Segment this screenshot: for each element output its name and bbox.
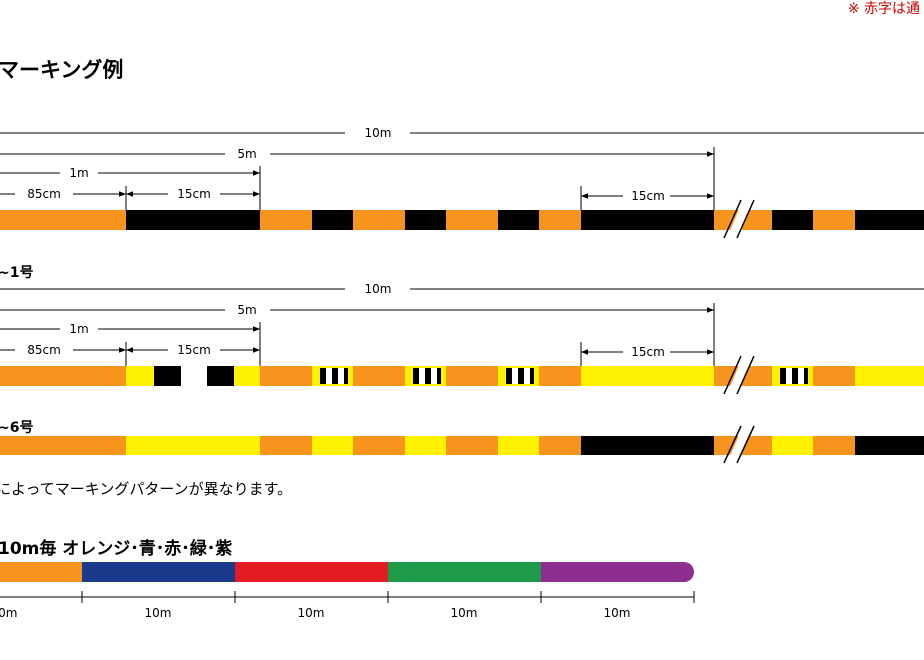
- scale-label-5: 10m: [604, 606, 631, 620]
- dim2-15cm: 15cm: [177, 343, 211, 357]
- dim2-15cm-right: 15cm: [631, 345, 665, 359]
- note-red-text: ※ 赤字は通: [847, 1, 920, 17]
- dim2-10m: 10m: [365, 282, 392, 296]
- marking-bar-3: [0, 425, 924, 464]
- dims-diagram-1: 10m 5m 1m 85cm 15cm 15cm: [0, 126, 924, 210]
- dim-15cm: 15cm: [177, 187, 211, 201]
- subtitle-size-6: ~6号: [0, 420, 34, 436]
- dim-85cm: 85cm: [27, 187, 61, 201]
- dim2-85cm: 85cm: [27, 343, 61, 357]
- color-line-title: 10m毎 オレンジ･青･赤･緑･紫: [0, 539, 233, 559]
- marking-bar-2: [0, 355, 924, 395]
- color-segment-red: [235, 562, 388, 582]
- color-line-scale: 10m 10m 10m 10m 10m: [0, 591, 695, 620]
- dim2-1m: 1m: [69, 322, 88, 336]
- color-segment-end-cap: [674, 562, 694, 582]
- scale-label-1: 10m: [0, 606, 17, 620]
- dim-5m: 5m: [237, 147, 256, 161]
- color-segment-blue: [82, 562, 235, 582]
- marking-bar-1: [0, 199, 924, 239]
- dim2-5m: 5m: [237, 303, 256, 317]
- color-segment-green: [388, 562, 541, 582]
- marking-caption: によってマーキングパターンが異なります。: [0, 480, 293, 498]
- section-title: マーキング例: [0, 58, 124, 82]
- dim-15cm-right: 15cm: [631, 189, 665, 203]
- dims-diagram-2: 10m 5m 1m 85cm 15cm 15cm: [0, 282, 924, 366]
- scale-label-2: 10m: [145, 606, 172, 620]
- dim-1m: 1m: [69, 166, 88, 180]
- dim-10m: 10m: [365, 126, 392, 140]
- color-segment-orange: [0, 562, 82, 582]
- scale-label-3: 10m: [298, 606, 325, 620]
- scale-label-4: 10m: [451, 606, 478, 620]
- color-line-bar: [0, 562, 694, 582]
- color-segment-purple: [541, 562, 684, 582]
- subtitle-size-1: ~1号: [0, 265, 34, 281]
